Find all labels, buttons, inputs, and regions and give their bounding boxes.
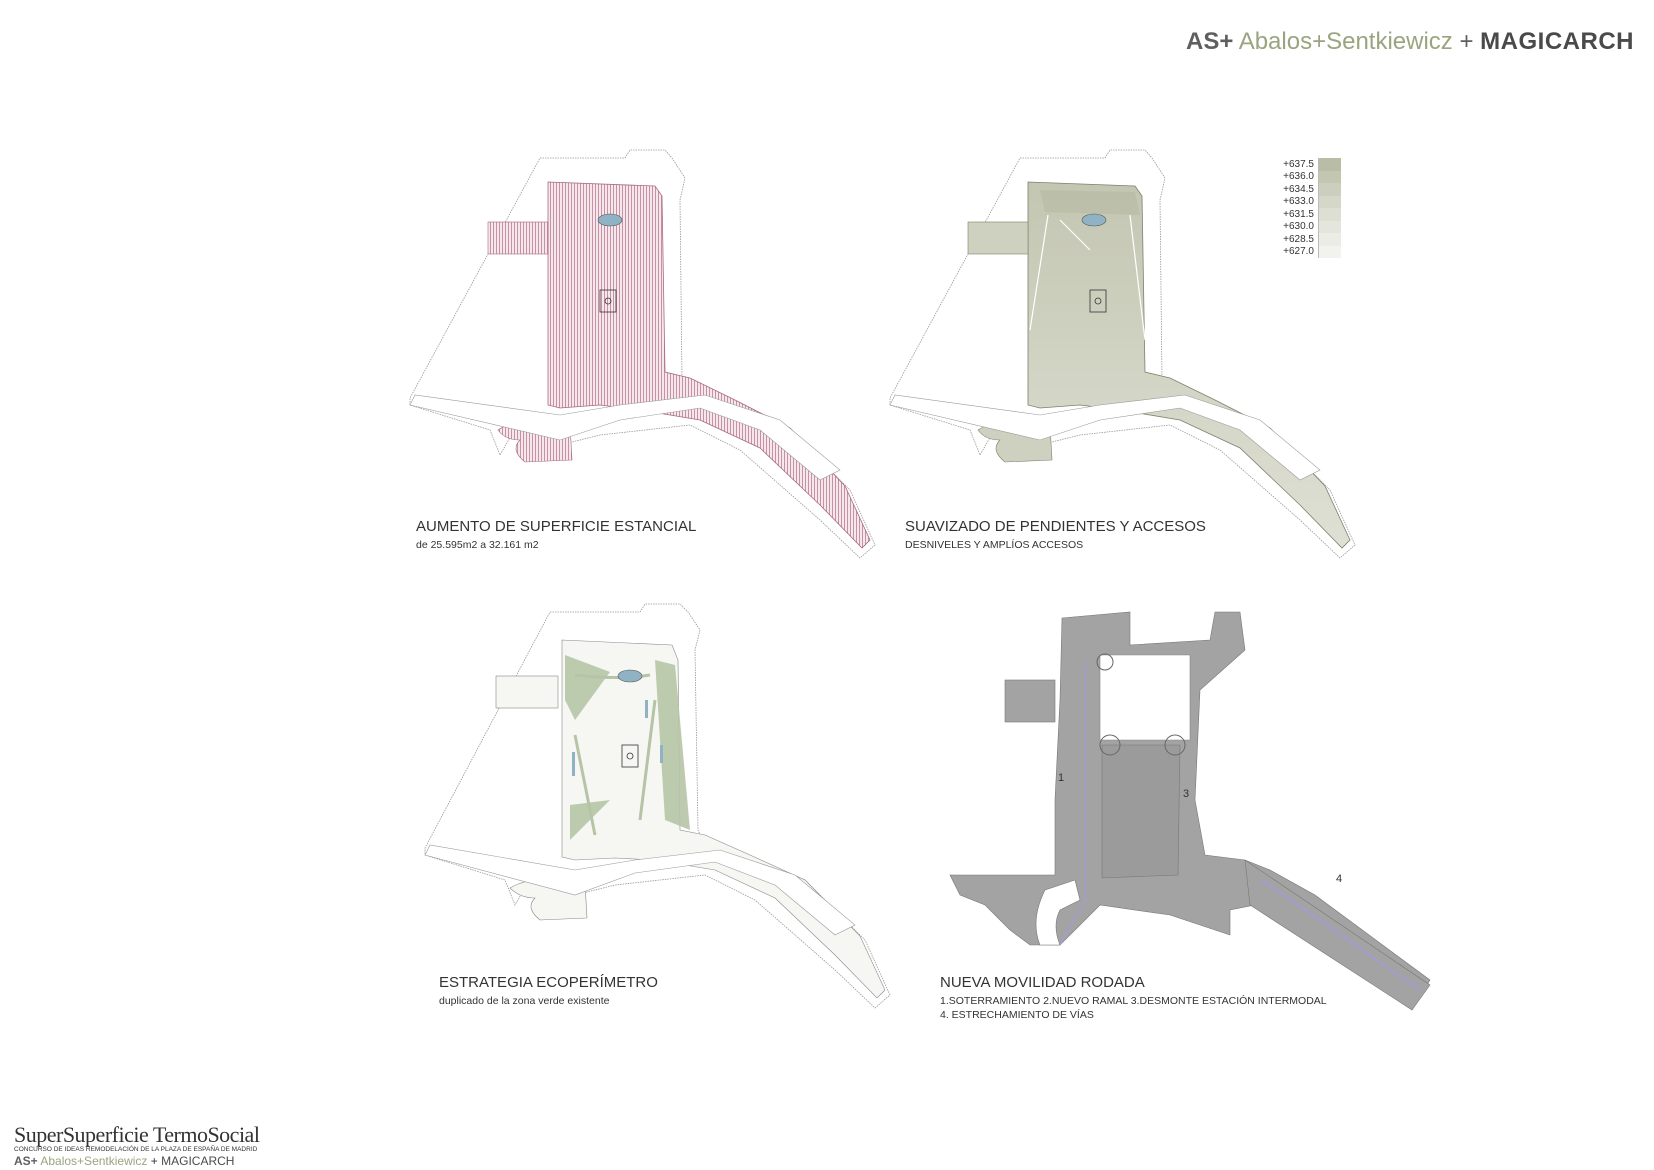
- monument: [599, 289, 617, 313]
- footer-title: SuperSuperficie TermoSocial: [14, 1122, 260, 1147]
- legend-label: +636.0: [1283, 171, 1314, 183]
- panel-surface-title: AUMENTO DE SUPERFICIE ESTANCIAL: [416, 518, 697, 535]
- plaza-area: [547, 181, 871, 549]
- monument-3: [621, 744, 639, 768]
- legend-swatch: [1318, 170, 1341, 183]
- footer-brand: SuperSuperficie TermoSocial CONCURSO DE …: [14, 1122, 260, 1168]
- legend-swatch: [1318, 195, 1341, 208]
- panel-surface: AUMENTO DE SUPERFICIE ESTANCIAL de 25.59…: [0, 0, 1654, 560]
- east-road: [1244, 859, 1431, 1011]
- footer-magicarch: MAGICARCH: [161, 1154, 235, 1168]
- legend-label: +634.5: [1283, 183, 1314, 195]
- panel-surface-subtitle: de 25.595m2 a 32.161 m2: [416, 539, 539, 551]
- site-outline-2: [889, 149, 1356, 559]
- legend-swatch: [1318, 158, 1341, 171]
- elevation-top-band: [1040, 190, 1140, 215]
- footer-as: AS+: [14, 1154, 38, 1168]
- mobility-label-4: 4: [1336, 873, 1343, 885]
- road-2: [889, 394, 1321, 481]
- monument-2: [1089, 289, 1107, 313]
- elevation-legend: +637.5 +636.0 +634.5 +633.0 +631.5 +630.…: [1270, 158, 1350, 258]
- legend-swatch: [1318, 245, 1341, 258]
- mobility-label-3: 3: [1183, 788, 1190, 800]
- site-outline: [409, 149, 876, 559]
- legend-row: +627.0: [1270, 245, 1350, 258]
- west-arm-2: [967, 221, 1029, 255]
- mobility-label-1: 1: [1058, 772, 1065, 784]
- plan-eco: [424, 603, 891, 1009]
- legend-label: +627.0: [1283, 246, 1314, 258]
- legend-row: +636.0: [1270, 170, 1350, 183]
- grid-plaza: [1099, 654, 1191, 741]
- green-edge: [573, 673, 657, 836]
- brand-plus: +: [1459, 28, 1474, 55]
- brand-abalos: Abalos+Sentkiewicz: [1238, 28, 1453, 55]
- site-outline-3: [424, 603, 891, 1009]
- panel-mobility-subtitle-2: 4. ESTRECHAMIENTO DE VÍAS: [940, 1009, 1094, 1021]
- panel-slopes-subtitle: DESNIVELES Y AMPLÍOS ACCESOS: [905, 539, 1084, 551]
- road: [409, 394, 841, 481]
- footer-credits: AS+ Abalos+Sentkiewicz + MAGICARCH: [14, 1154, 259, 1168]
- fountain-3: [617, 669, 643, 683]
- legend-label: +631.5: [1283, 208, 1314, 220]
- west-arm-3: [495, 675, 559, 709]
- footer-plus: +: [150, 1154, 158, 1168]
- west-block: [1004, 679, 1056, 723]
- plan-surface: [409, 149, 876, 559]
- legend-label: +633.0: [1283, 196, 1314, 208]
- fountain-2: [1081, 213, 1107, 227]
- legend-row: +630.0: [1270, 220, 1350, 233]
- header-brand: AS+ Abalos+Sentkiewicz + MAGICARCH: [1186, 28, 1634, 56]
- legend-label: +637.5: [1283, 158, 1314, 170]
- roundabouts: [1096, 653, 1186, 756]
- legend-swatch: [1318, 233, 1341, 246]
- lane-left: [1059, 660, 1086, 946]
- legend-swatch: [1318, 220, 1341, 233]
- footer-abalos: Abalos+Sentkiewicz: [40, 1154, 148, 1168]
- brand-as: AS+: [1185, 28, 1234, 55]
- water-strips: [572, 700, 663, 776]
- brand-magicarch: MAGICARCH: [1480, 28, 1634, 55]
- lane-purple: [1261, 879, 1421, 991]
- west-arm: [487, 221, 549, 255]
- green-band-right: [655, 660, 690, 830]
- fountain: [597, 213, 623, 227]
- panel-eco-subtitle: duplicado de la zona verde existente: [439, 995, 610, 1007]
- panel-eco-title: ESTRATEGIA ECOPERÍMETRO: [439, 974, 658, 991]
- elevation-plaza: [1027, 181, 1351, 549]
- slope-lines: [1029, 214, 1146, 341]
- road-3: [424, 844, 856, 936]
- legend-label: +630.0: [1283, 221, 1314, 233]
- panel-mobility-subtitle: 1.SOTERRAMIENTO 2.NUEVO RAMAL 3.DESMONTE…: [940, 995, 1327, 1007]
- legend-row: +637.5: [1270, 158, 1350, 171]
- white-curve: [1035, 879, 1081, 946]
- legend-label: +628.5: [1283, 233, 1314, 245]
- plan-slopes: [889, 149, 1356, 559]
- footer-subtitle: CONCURSO DE IDEAS REMODELACIÓN DE LA PLA…: [14, 1146, 258, 1153]
- legend-row: +631.5: [1270, 208, 1350, 221]
- legend-row: +634.5: [1270, 183, 1350, 196]
- plan-mobility: [949, 611, 1431, 1011]
- legend-swatch: [1318, 183, 1341, 196]
- panel-slopes: SUAVIZADO DE PENDIENTES Y ACCESOS DESNIV…: [0, 0, 1654, 560]
- legend-row: +628.5: [1270, 233, 1350, 246]
- central-block: [1101, 744, 1181, 879]
- green-band-left: [565, 655, 610, 840]
- legend-row: +633.0: [1270, 195, 1350, 208]
- panel-slopes-title: SUAVIZADO DE PENDIENTES Y ACCESOS: [905, 518, 1206, 535]
- panel-mobility-title: NUEVA MOVILIDAD RODADA: [940, 974, 1145, 991]
- legend-swatch: [1318, 208, 1341, 221]
